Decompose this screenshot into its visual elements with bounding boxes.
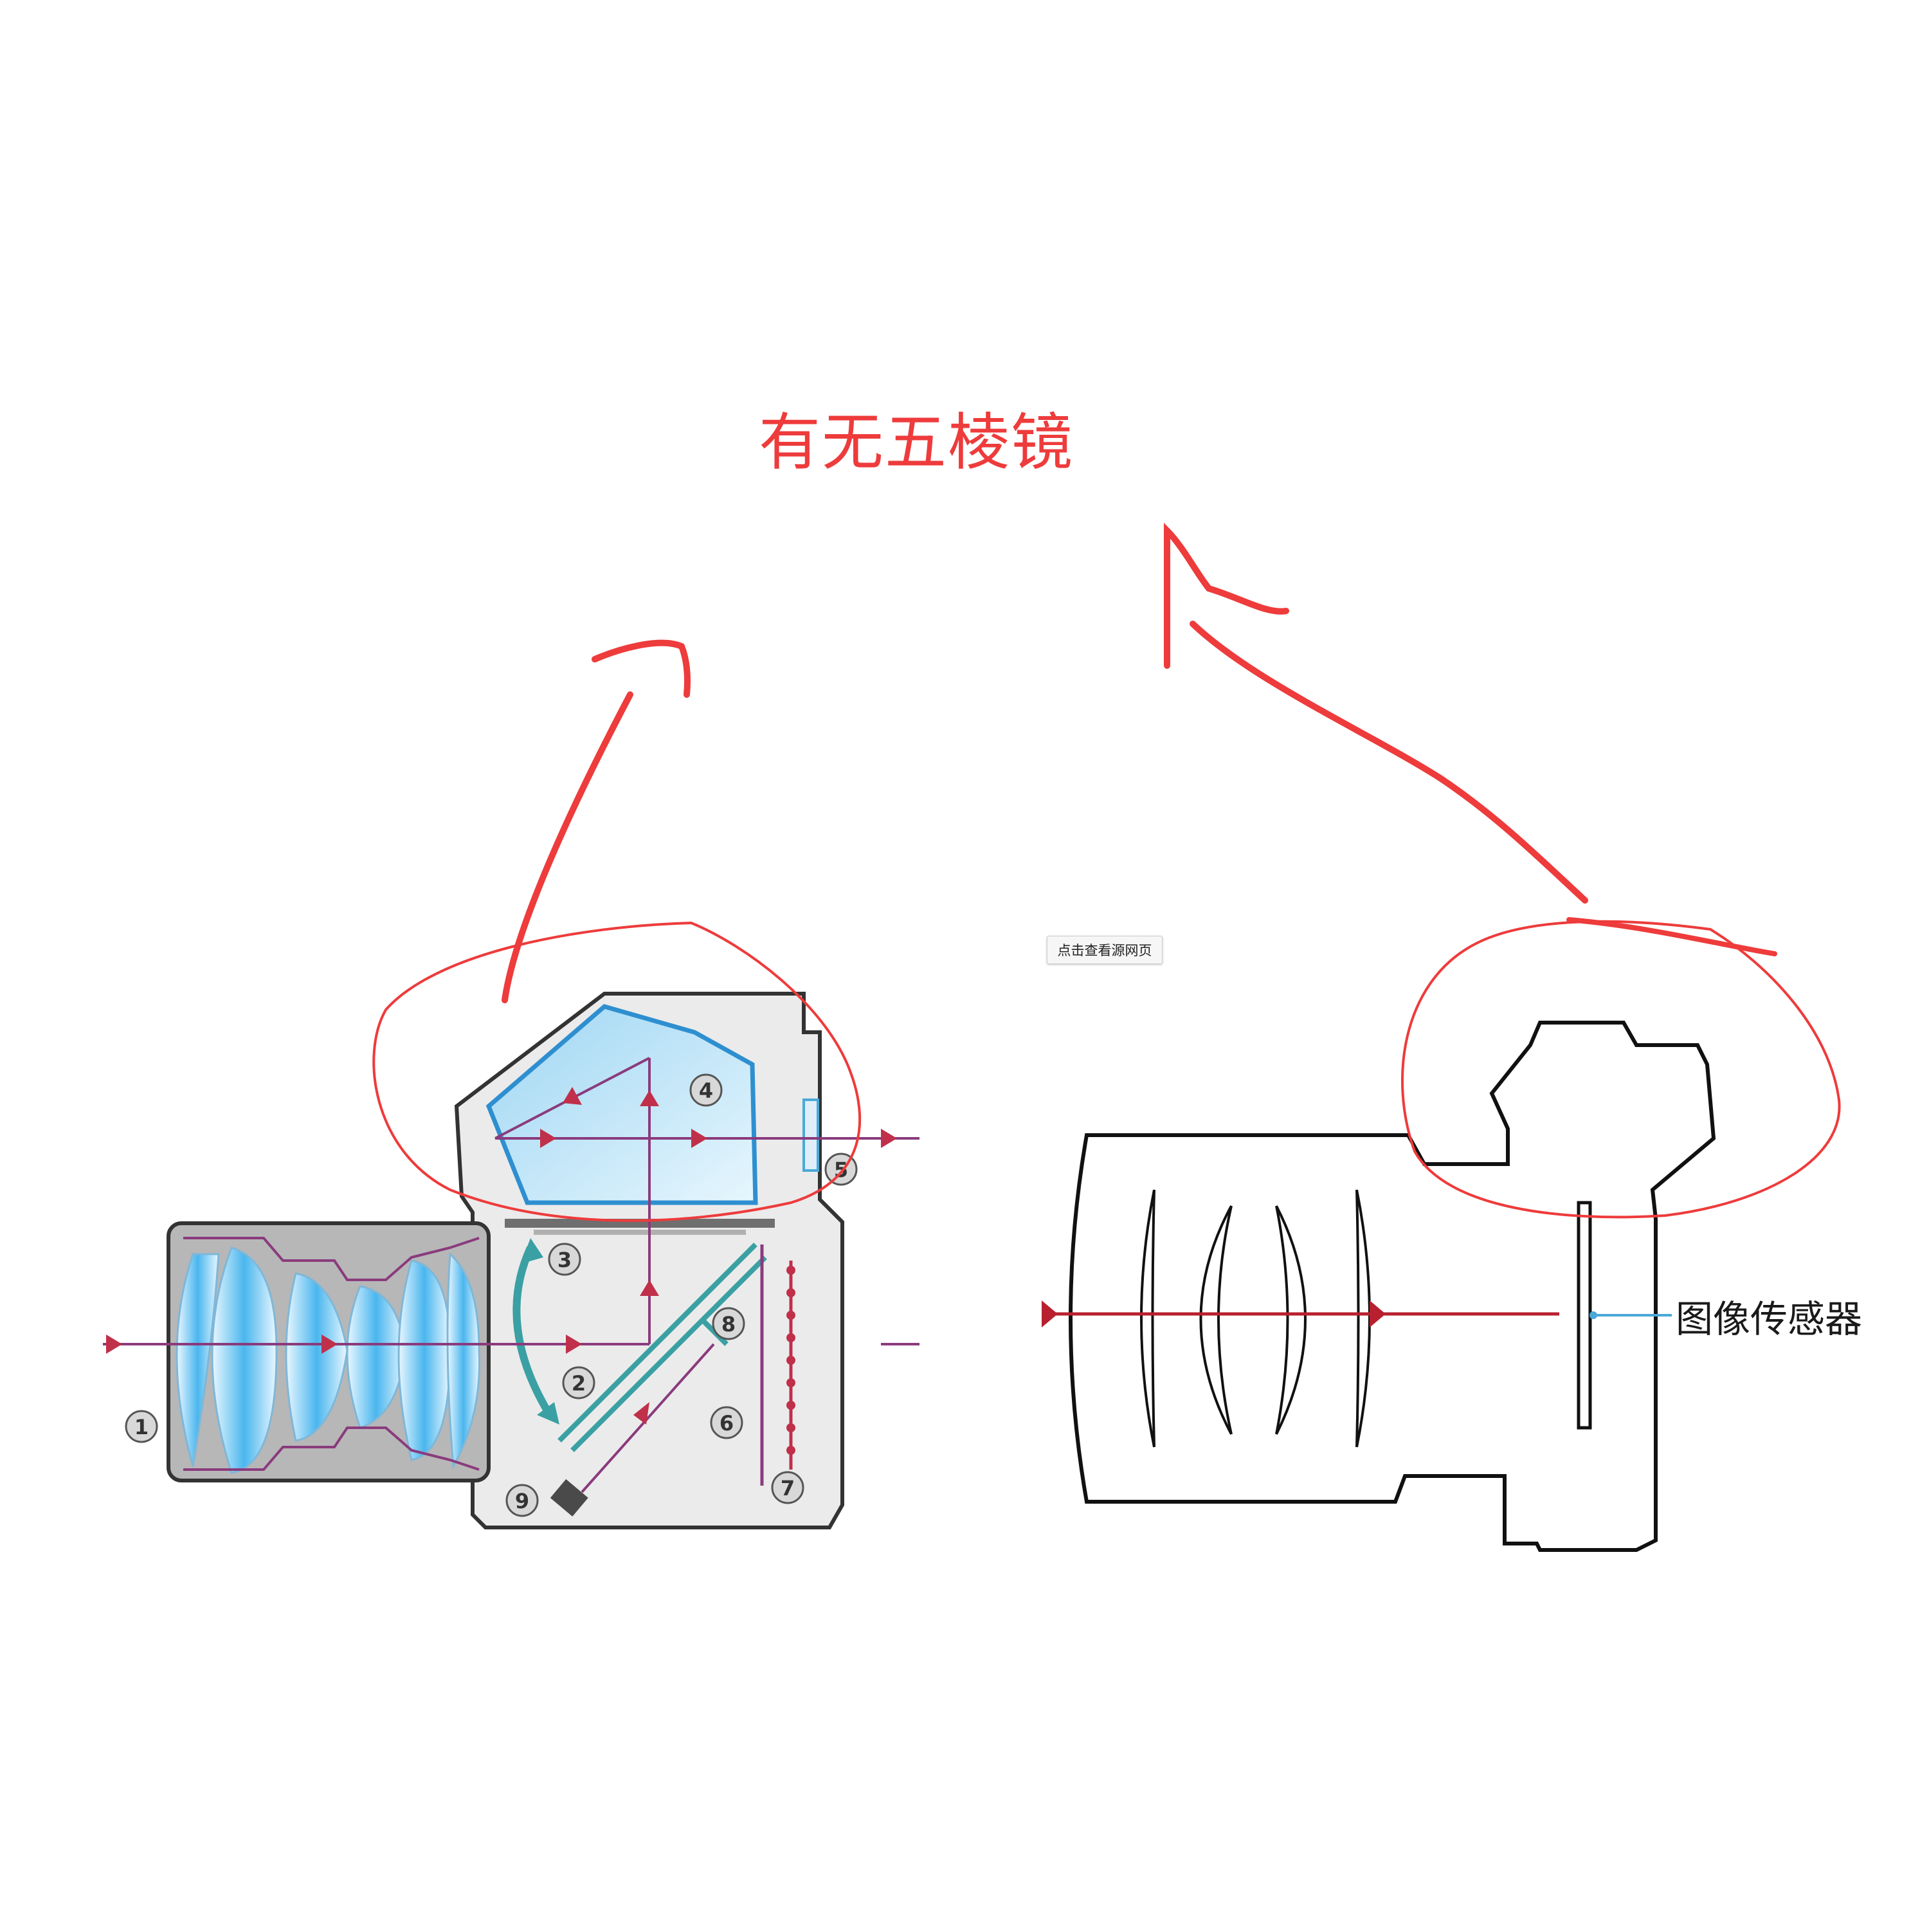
svg-text:6: 6 <box>720 1411 734 1435</box>
svg-text:7: 7 <box>781 1476 795 1500</box>
dslr-diagram: 1 2 3 4 5 6 7 8 9 <box>103 992 919 1529</box>
image-sensor-mirrorless <box>1577 1201 1592 1430</box>
svg-text:3: 3 <box>557 1248 572 1272</box>
ray-arrowheads <box>106 1087 897 1425</box>
svg-text:4: 4 <box>699 1079 713 1103</box>
pentaprism <box>485 1004 758 1205</box>
right-arrow-head <box>1164 522 1289 669</box>
reflex-mirror <box>557 1243 767 1452</box>
callout-8: 8 <box>712 1307 745 1340</box>
mirrorless-body-outline <box>1069 1021 1716 1552</box>
callout-9: 9 <box>505 1484 539 1517</box>
callout-6: 6 <box>710 1406 743 1439</box>
mirror-swing-arrow <box>512 1246 554 1417</box>
lens-elements <box>176 1246 480 1474</box>
callout-3: 3 <box>548 1243 581 1276</box>
af-sensor <box>550 1479 588 1517</box>
svg-text:2: 2 <box>572 1371 586 1396</box>
callout-7: 7 <box>771 1471 804 1504</box>
image-sensor-label: 图像传感器 <box>1676 1297 1863 1341</box>
page-title: 有无五棱镜 <box>759 406 1074 478</box>
left-circle-annotation <box>372 922 862 1222</box>
focusing-screen <box>505 1219 775 1228</box>
hand-annotations <box>372 522 1841 1222</box>
callout-2: 2 <box>562 1366 595 1399</box>
left-arrow-head <box>592 639 691 698</box>
right-circle-annotation <box>1401 920 1841 1219</box>
view-source-button[interactable]: 点击查看源网页 <box>1047 936 1163 964</box>
mirrorless-diagram <box>1042 1021 1716 1552</box>
eyepiece <box>802 1098 819 1172</box>
callout-1: 1 <box>125 1410 158 1443</box>
right-arrow-line <box>1190 621 1588 904</box>
svg-text:8: 8 <box>721 1312 736 1336</box>
svg-text:1: 1 <box>134 1415 149 1439</box>
left-arrow-line <box>502 691 633 1003</box>
svg-text:9: 9 <box>515 1489 529 1513</box>
mirrorless-lens-elements <box>1140 1189 1371 1448</box>
callout-4: 4 <box>689 1073 723 1107</box>
right-circle-tail <box>1566 917 1777 956</box>
